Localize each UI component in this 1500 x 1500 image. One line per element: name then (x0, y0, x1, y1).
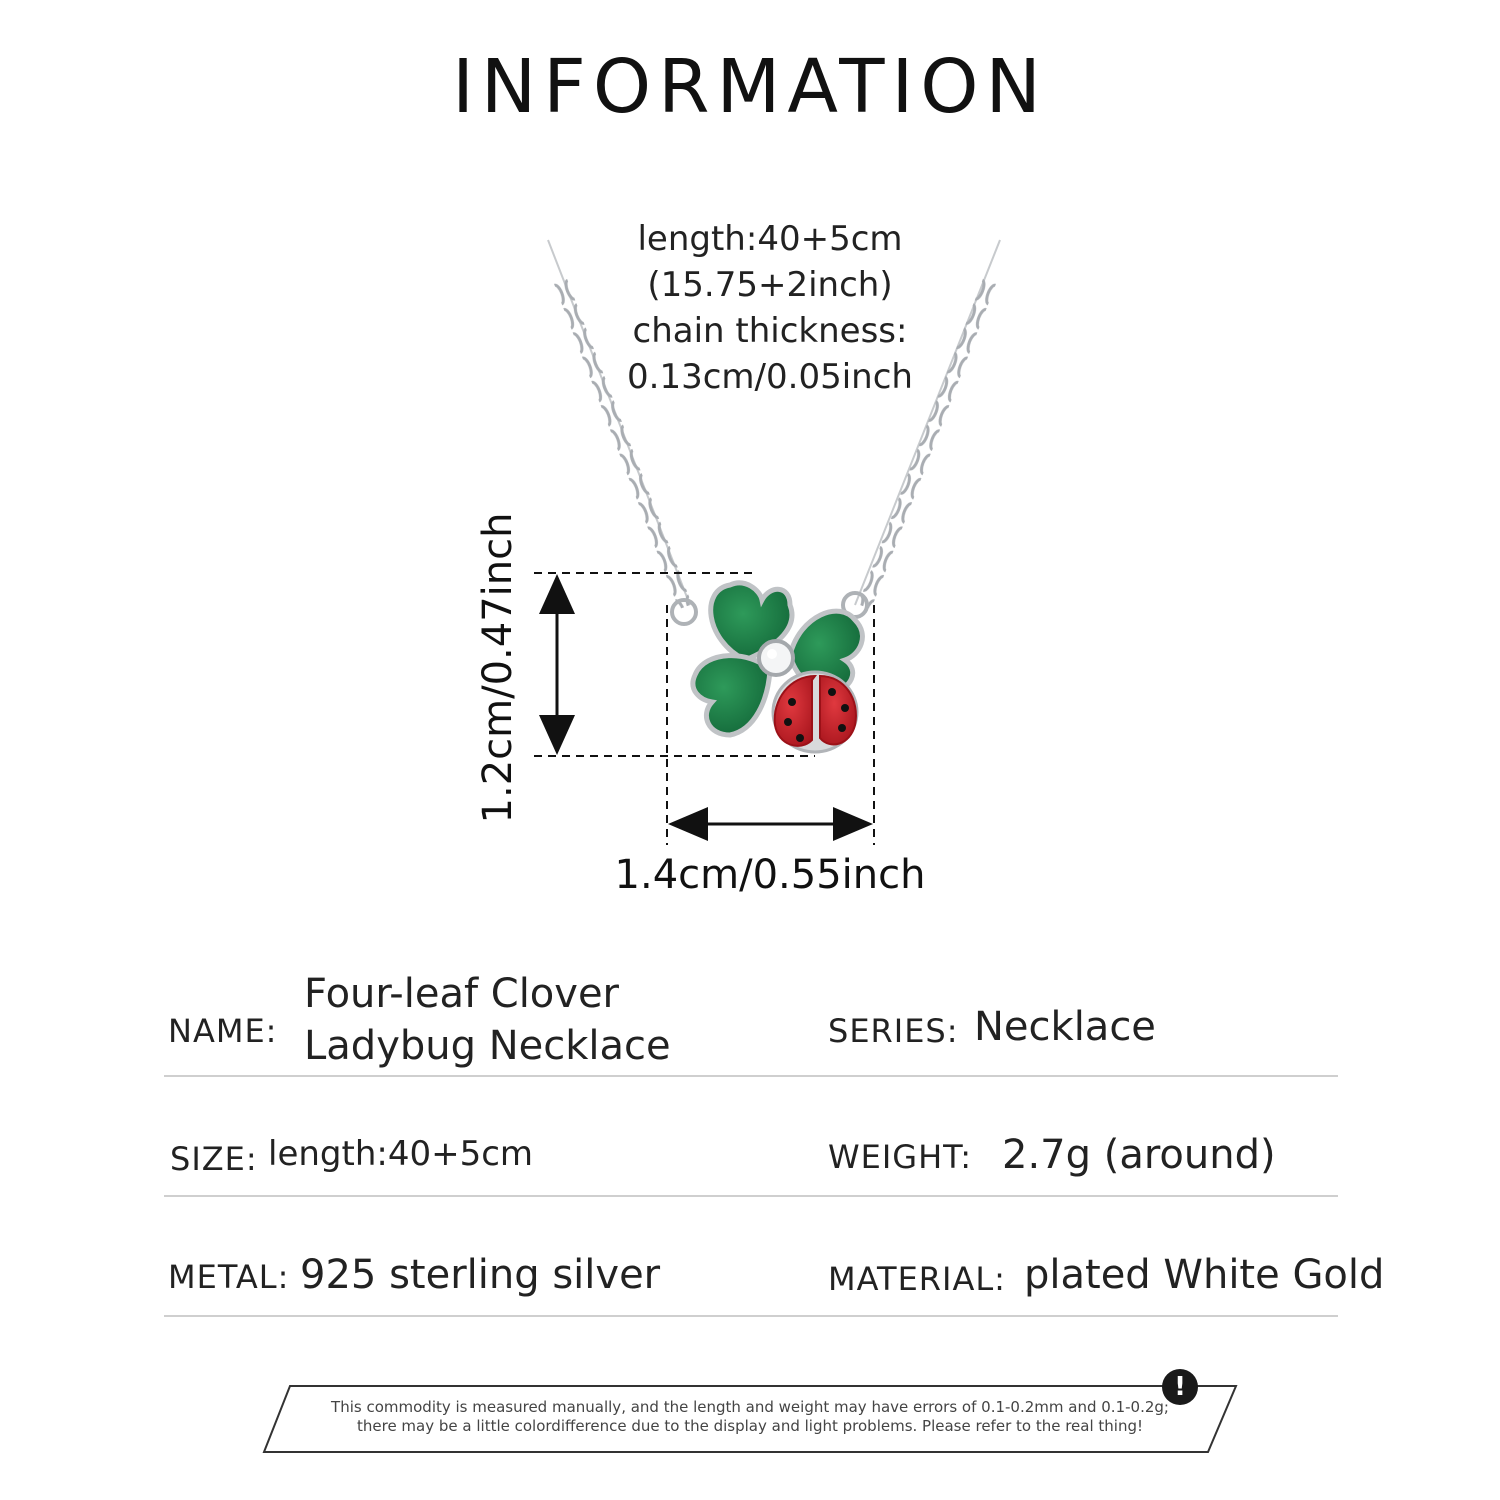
spec-row-metal: METAL: 925 sterling silver MATERIAL: pla… (164, 1196, 1384, 1317)
height-dimension (534, 572, 815, 757)
disclaimer-text: This commodity is measured manually, and… (290, 1398, 1210, 1436)
chain-length: length:40+5cm (637, 219, 903, 259)
name-label: NAME: (168, 1012, 278, 1050)
series-label: SERIES: (828, 1012, 959, 1050)
chain-right (854, 239, 1001, 610)
material-value: plated White Gold (1024, 1252, 1385, 1298)
size-label: SIZE: (170, 1140, 258, 1178)
size-value: length:40+5cm (268, 1134, 534, 1174)
spec-row-size: SIZE: length:40+5cm WEIGHT: 2.7g (around… (164, 1076, 1338, 1197)
center-gem (757, 639, 795, 677)
chain-info: length:40+5cm (15.75+2inch) chain thickn… (600, 216, 940, 400)
material-label: MATERIAL: (828, 1260, 1006, 1298)
chain-length-inch: (15.75+2inch) (647, 265, 893, 305)
chain-left (547, 239, 692, 610)
ladybug (771, 670, 859, 754)
disclaimer-line2: there may be a little colordifference du… (356, 1417, 1144, 1435)
name-value-line2: Ladybug Necklace (304, 1023, 671, 1069)
width-label: 1.4cm/0.55inch (614, 852, 926, 898)
chain-thickness-value: 0.13cm/0.05inch (627, 357, 913, 397)
page-title: INFORMATION (452, 44, 1048, 130)
spec-row-name: NAME: Four-leaf Clover Ladybug Necklace … (164, 960, 1338, 1077)
name-value-line1: Four-leaf Clover (304, 971, 619, 1017)
height-label: 1.2cm/0.47inch (475, 512, 521, 824)
necklace-illustration (534, 239, 1001, 845)
left-ring (670, 598, 698, 626)
exclamation-circle-icon: ! (1162, 1369, 1198, 1405)
weight-value: 2.7g (around) (1002, 1132, 1276, 1178)
disclaimer-line1: This commodity is measured manually, and… (331, 1398, 1169, 1416)
weight-label: WEIGHT: (828, 1138, 972, 1176)
metal-label: METAL: (168, 1258, 290, 1296)
chain-thickness-label: chain thickness: (632, 311, 908, 351)
disclaimer-frame (262, 1385, 1238, 1453)
width-dimension (666, 605, 875, 845)
name-value: Four-leaf Clover Ladybug Necklace (304, 968, 671, 1072)
metal-value: 925 sterling silver (300, 1252, 661, 1298)
series-value: Necklace (974, 1004, 1156, 1050)
